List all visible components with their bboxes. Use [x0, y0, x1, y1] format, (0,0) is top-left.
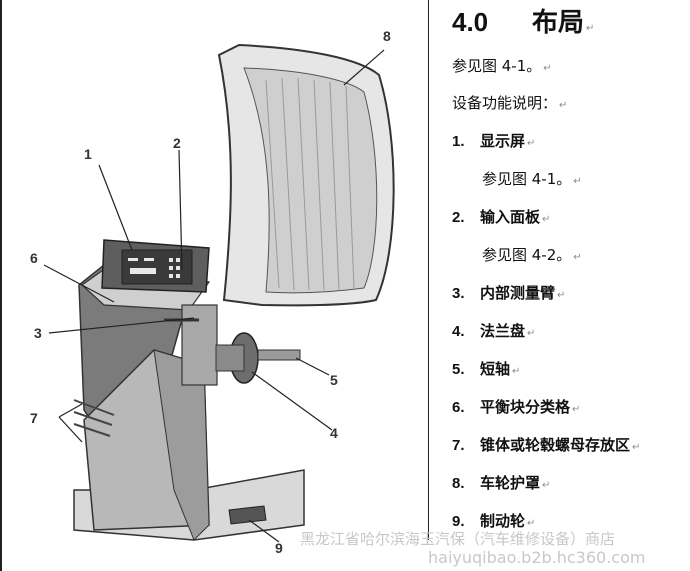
cone-storage-pins [73, 399, 115, 437]
callout-2: 2 [173, 135, 181, 151]
item-sub-text: 参见图 4-2。 [482, 246, 572, 264]
paragraph-mark: ↵ [586, 23, 595, 34]
list-item-5: 5. 短轴↵ [452, 358, 520, 379]
paragraph-mark: ↵ [572, 404, 581, 415]
intro-see-figure: 参见图 4-1。↵ [452, 55, 552, 76]
paragraph-mark: ↵ [542, 214, 551, 225]
paragraph-mark: ↵ [543, 63, 552, 74]
callout-8: 8 [383, 28, 391, 44]
intro-function-desc-text: 设备功能说明： [452, 94, 558, 112]
intro-function-desc: 设备功能说明：↵ [452, 92, 567, 113]
callout-3: 3 [34, 325, 42, 341]
page-edge [0, 0, 2, 571]
item-label: 输入面板 [480, 208, 541, 226]
item-number: 8. [452, 475, 465, 492]
watermark-url: haiyuqibao.b2b.hc360.com [428, 548, 646, 567]
paragraph-mark: ↵ [559, 100, 568, 111]
item-number: 6. [452, 399, 465, 416]
item-label: 锥体或轮毂螺母存放区 [480, 436, 631, 454]
item-sub-text: 参见图 4-1。 [482, 170, 572, 188]
callout-6: 6 [30, 250, 38, 266]
item-number: 3. [452, 285, 465, 302]
watermark-shop-name: 黑龙江省哈尔滨海玉汽保（汽车维修设备）商店 [300, 530, 616, 548]
paragraph-mark: ↵ [573, 176, 582, 187]
paragraph-mark: ↵ [512, 366, 521, 377]
display-indicators [128, 258, 180, 278]
paragraph-mark: ↵ [632, 442, 641, 453]
item-number: 2. [452, 209, 465, 226]
list-item-2-sub: 参见图 4-2。↵ [482, 244, 582, 265]
list-item-1: 1. 显示屏↵ [452, 130, 535, 151]
intro-see-figure-text: 参见图 4-1。 [452, 57, 542, 75]
paragraph-mark: ↵ [557, 290, 566, 301]
list-item-2: 2. 输入面板↵ [452, 206, 550, 227]
paragraph-mark: ↵ [573, 252, 582, 263]
section-title: 布局 [532, 7, 585, 37]
paragraph-mark: ↵ [527, 518, 536, 529]
item-number: 7. [452, 437, 465, 454]
item-label: 内部测量臂 [480, 284, 556, 302]
wheel-guard-inner [243, 67, 378, 294]
item-label: 短轴 [480, 360, 511, 378]
item-label: 车轮护罩 [480, 474, 541, 492]
display-screen [121, 249, 193, 285]
paragraph-mark: ↵ [527, 138, 536, 149]
list-item-6: 6. 平衡块分类格↵ [452, 396, 580, 417]
section-heading: 4.0 布局↵ [452, 2, 594, 39]
wheel-balancer-figure [43, 43, 395, 543]
wheel-guard-ribs [265, 77, 355, 291]
item-number: 5. [452, 361, 465, 378]
item-label: 显示屏 [480, 132, 526, 150]
callout-9: 9 [275, 540, 283, 556]
shaft-body [215, 344, 245, 372]
item-number: 1. [452, 133, 465, 150]
item-label: 平衡块分类格 [480, 398, 571, 416]
list-item-4: 4. 法兰盘↵ [452, 320, 535, 341]
shaft-housing [181, 304, 218, 386]
column-divider [428, 0, 429, 540]
brake-pedal [228, 505, 267, 525]
paragraph-mark: ↵ [527, 328, 536, 339]
item-label: 制动轮 [480, 512, 526, 530]
list-item-1-sub: 参见图 4-1。↵ [482, 168, 582, 189]
stub-shaft [257, 349, 301, 361]
item-number: 9. [452, 513, 465, 530]
item-number: 4. [452, 323, 465, 340]
item-label: 法兰盘 [480, 322, 526, 340]
callout-7: 7 [30, 410, 38, 426]
paragraph-mark: ↵ [542, 480, 551, 491]
list-item-7: 7. 锥体或轮毂螺母存放区↵ [452, 434, 640, 455]
callout-1: 1 [84, 146, 92, 162]
callout-5: 5 [330, 372, 338, 388]
callout-4: 4 [330, 425, 338, 441]
list-item-9: 9. 制动轮↵ [452, 510, 535, 531]
leader-lines [43, 49, 385, 543]
list-item-8: 8. 车轮护罩↵ [452, 472, 550, 493]
list-item-3: 3. 内部测量臂↵ [452, 282, 565, 303]
section-number: 4.0 [452, 7, 489, 37]
